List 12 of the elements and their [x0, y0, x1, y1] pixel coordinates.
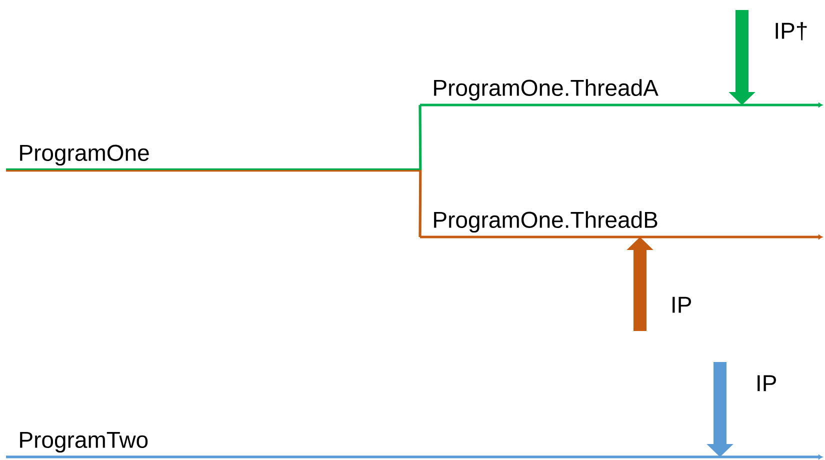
- timeline: ProgramOne.ThreadA: [420, 79, 823, 108]
- node-label: ProgramOne.ThreadA: [434, 79, 658, 101]
- timeline: ProgramTwo: [6, 432, 823, 460]
- timeline: ProgramOne.ThreadB: [420, 211, 823, 240]
- timeline: ProgramOne: [6, 144, 420, 172]
- node-label: ProgramTwo: [20, 432, 148, 453]
- branch-line: [418, 170, 422, 237]
- ip-label: IP: [672, 296, 691, 313]
- branch-line: [418, 104, 422, 170]
- ip-label: IP: [758, 375, 776, 392]
- node-label: ProgramOne.ThreadB: [434, 211, 658, 233]
- ip-label: IP†: [776, 22, 807, 40]
